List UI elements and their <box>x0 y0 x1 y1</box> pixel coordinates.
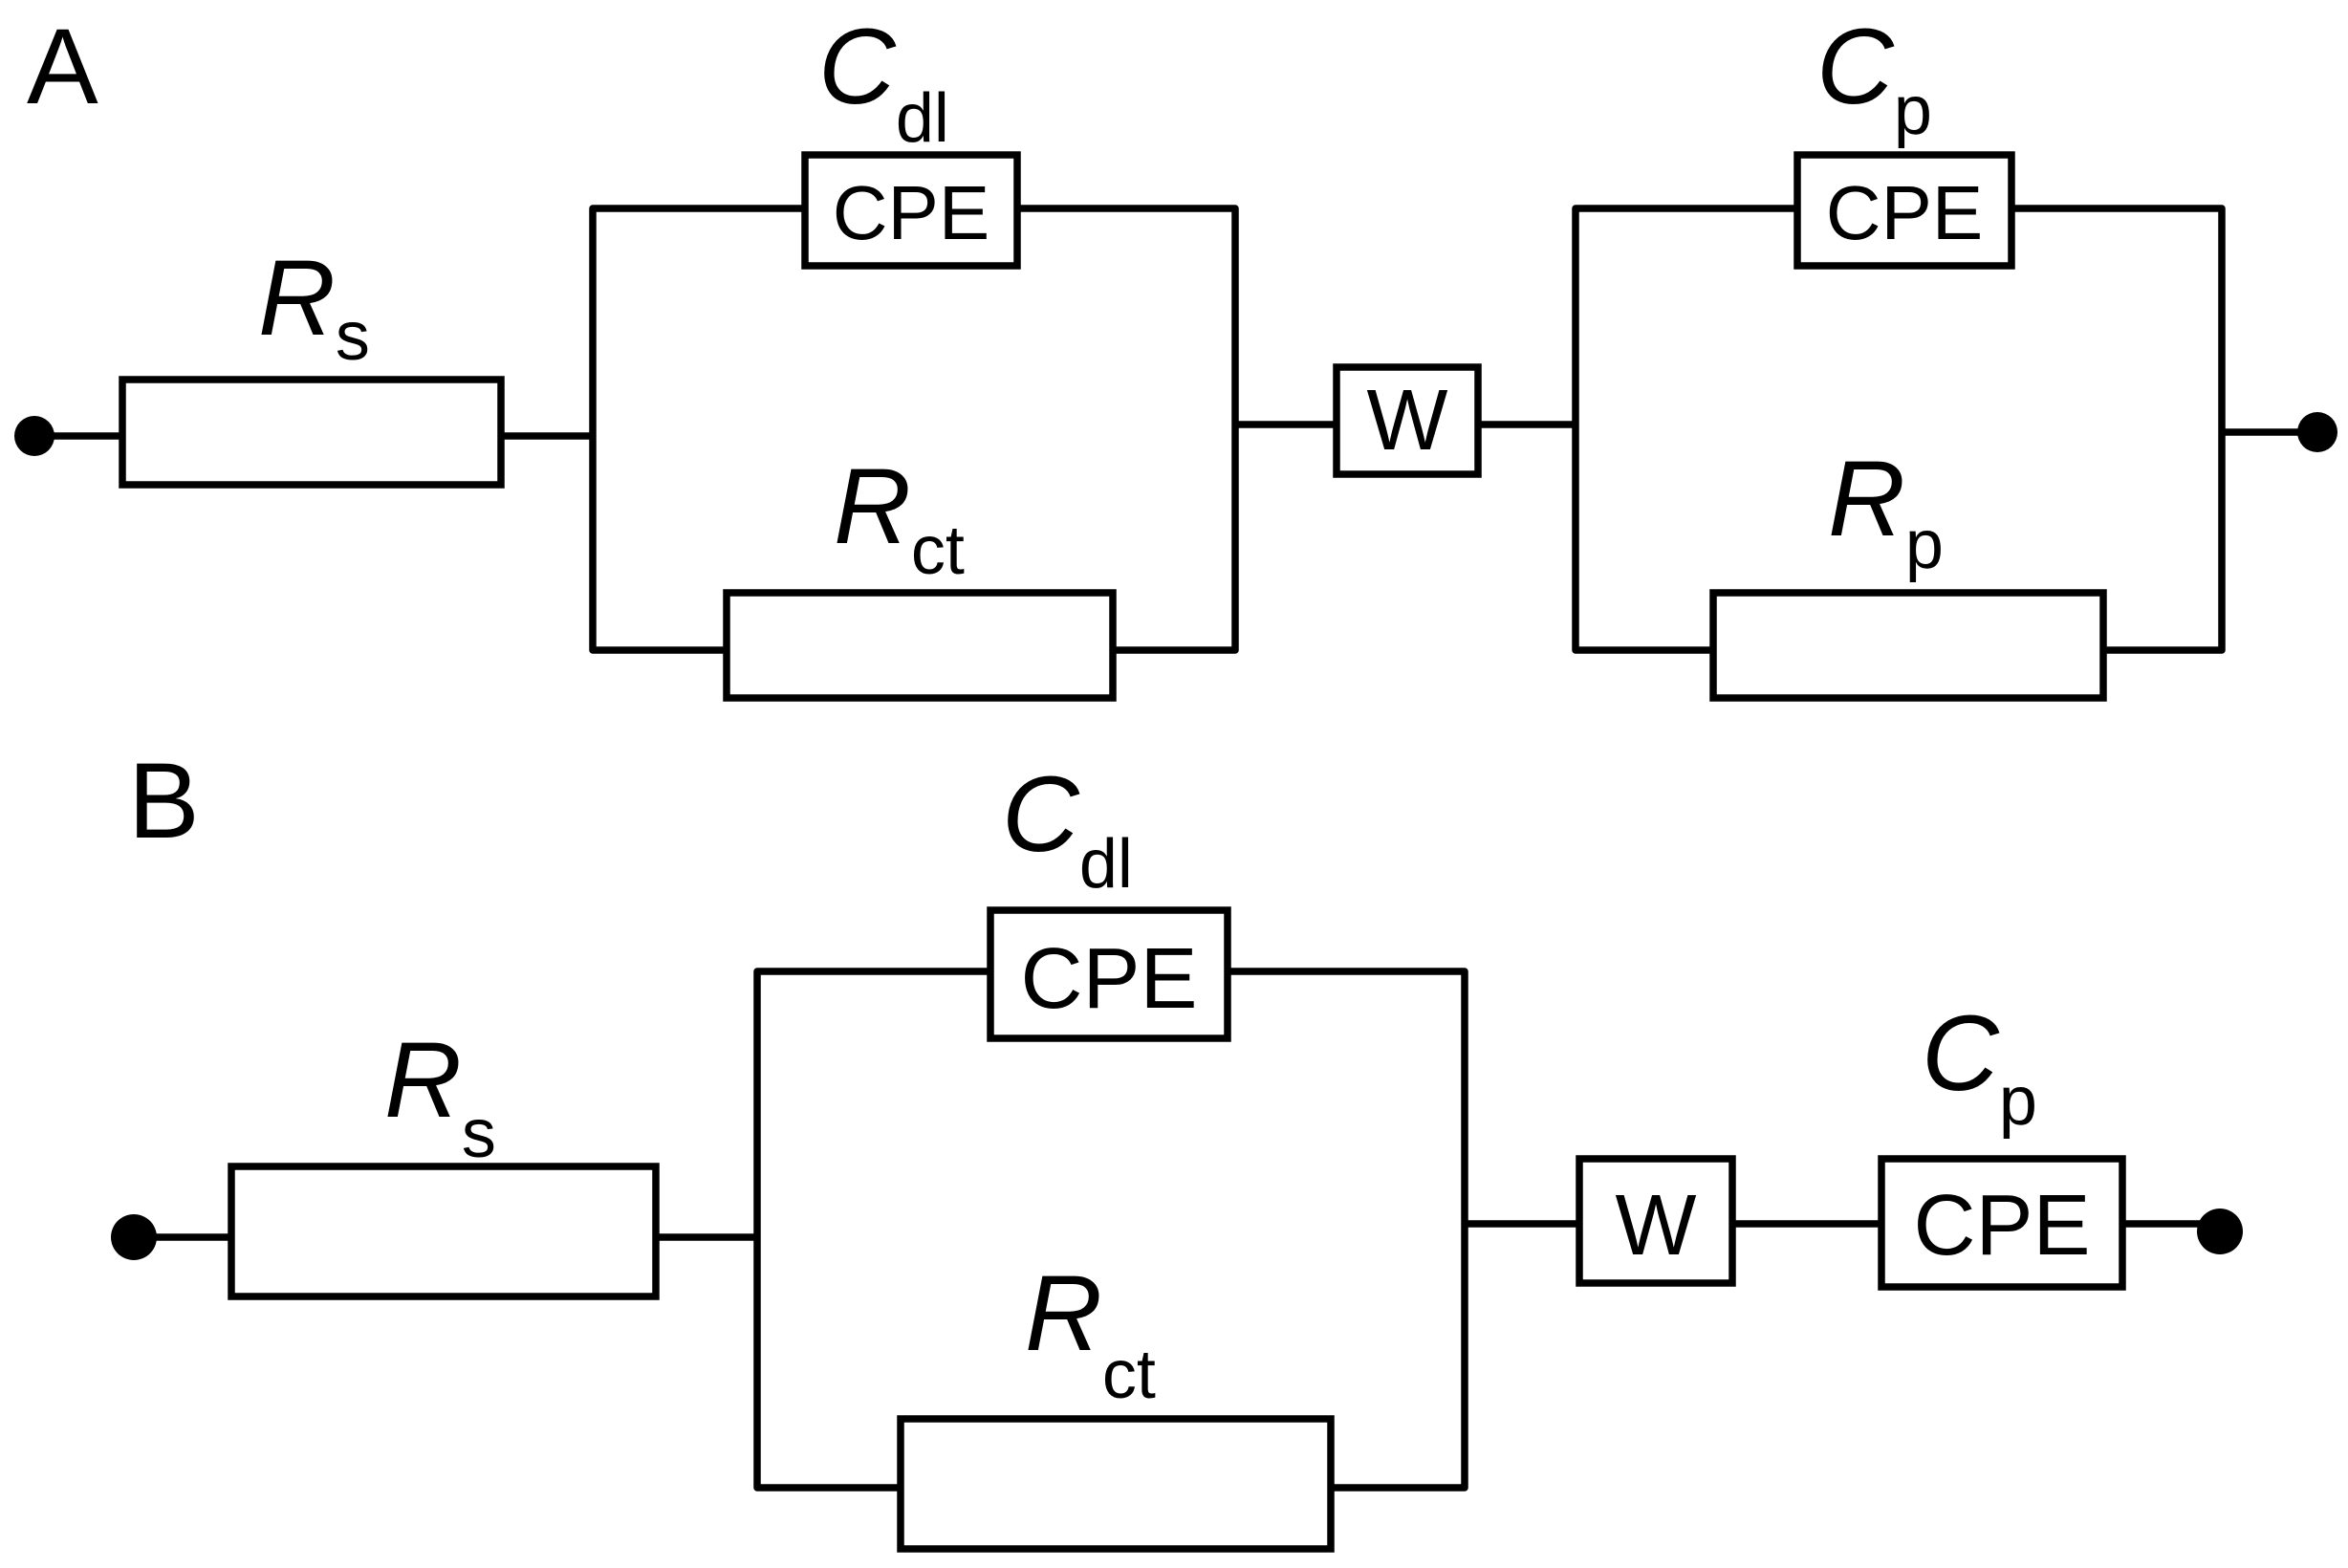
cdl-label-a: Cdl <box>818 7 949 157</box>
rct-label-b: Rct <box>1025 1253 1156 1413</box>
circuit-b: B Rs CPE Cdl Rct W CPE Cp <box>111 741 2243 1553</box>
terminal-dot-right-b <box>2197 1209 2243 1254</box>
terminal-dot-left-a <box>14 416 54 456</box>
circuit-b-wires <box>130 968 2224 1492</box>
cp-label-b: Cp <box>1922 993 2037 1140</box>
resistor-rs-b <box>228 1163 660 1300</box>
panel-a-label: A <box>27 7 98 126</box>
cpe-cp-a <box>1794 151 2015 270</box>
circuit-a-wires <box>31 205 2321 654</box>
cp-label-a: Cp <box>1816 7 1932 149</box>
cpe-cdl-b-text: CPE <box>1020 931 1197 1027</box>
rs-label-b: Rs <box>384 1020 496 1172</box>
terminal-dot-right-a <box>2297 412 2337 452</box>
cdl-label-b: Cdl <box>1002 754 1133 903</box>
rct-label-a: Rct <box>834 446 965 589</box>
resistor-rct-a <box>723 589 1117 702</box>
cpe-cp-b-text: CPE <box>1913 1178 2090 1274</box>
resistor-rct-b <box>897 1415 1335 1553</box>
cpe-cp-b <box>1878 1155 2126 1291</box>
cpe-cdl-b <box>987 906 1231 1042</box>
warburg-w-b-text: W <box>1616 1178 1697 1274</box>
circuit-a: A Rs CPE Cdl Rct W CPE Cp Rp <box>14 7 2337 702</box>
warburg-w-a <box>1333 363 1482 478</box>
panel-b-label: B <box>128 741 200 860</box>
cpe-cp-a-text: CPE <box>1826 170 1984 255</box>
resistor-rp-a <box>1709 589 2107 702</box>
cpe-cdl-a-text: CPE <box>833 170 990 255</box>
warburg-w-a-text: W <box>1367 373 1448 468</box>
resistor-rs-a <box>119 376 505 489</box>
rp-label-a: Rp <box>1828 439 1944 583</box>
rs-label-a: Rs <box>258 238 370 375</box>
terminal-dot-left-b <box>111 1214 157 1260</box>
cpe-cdl-a <box>801 151 1021 270</box>
warburg-w-b <box>1576 1155 1736 1287</box>
